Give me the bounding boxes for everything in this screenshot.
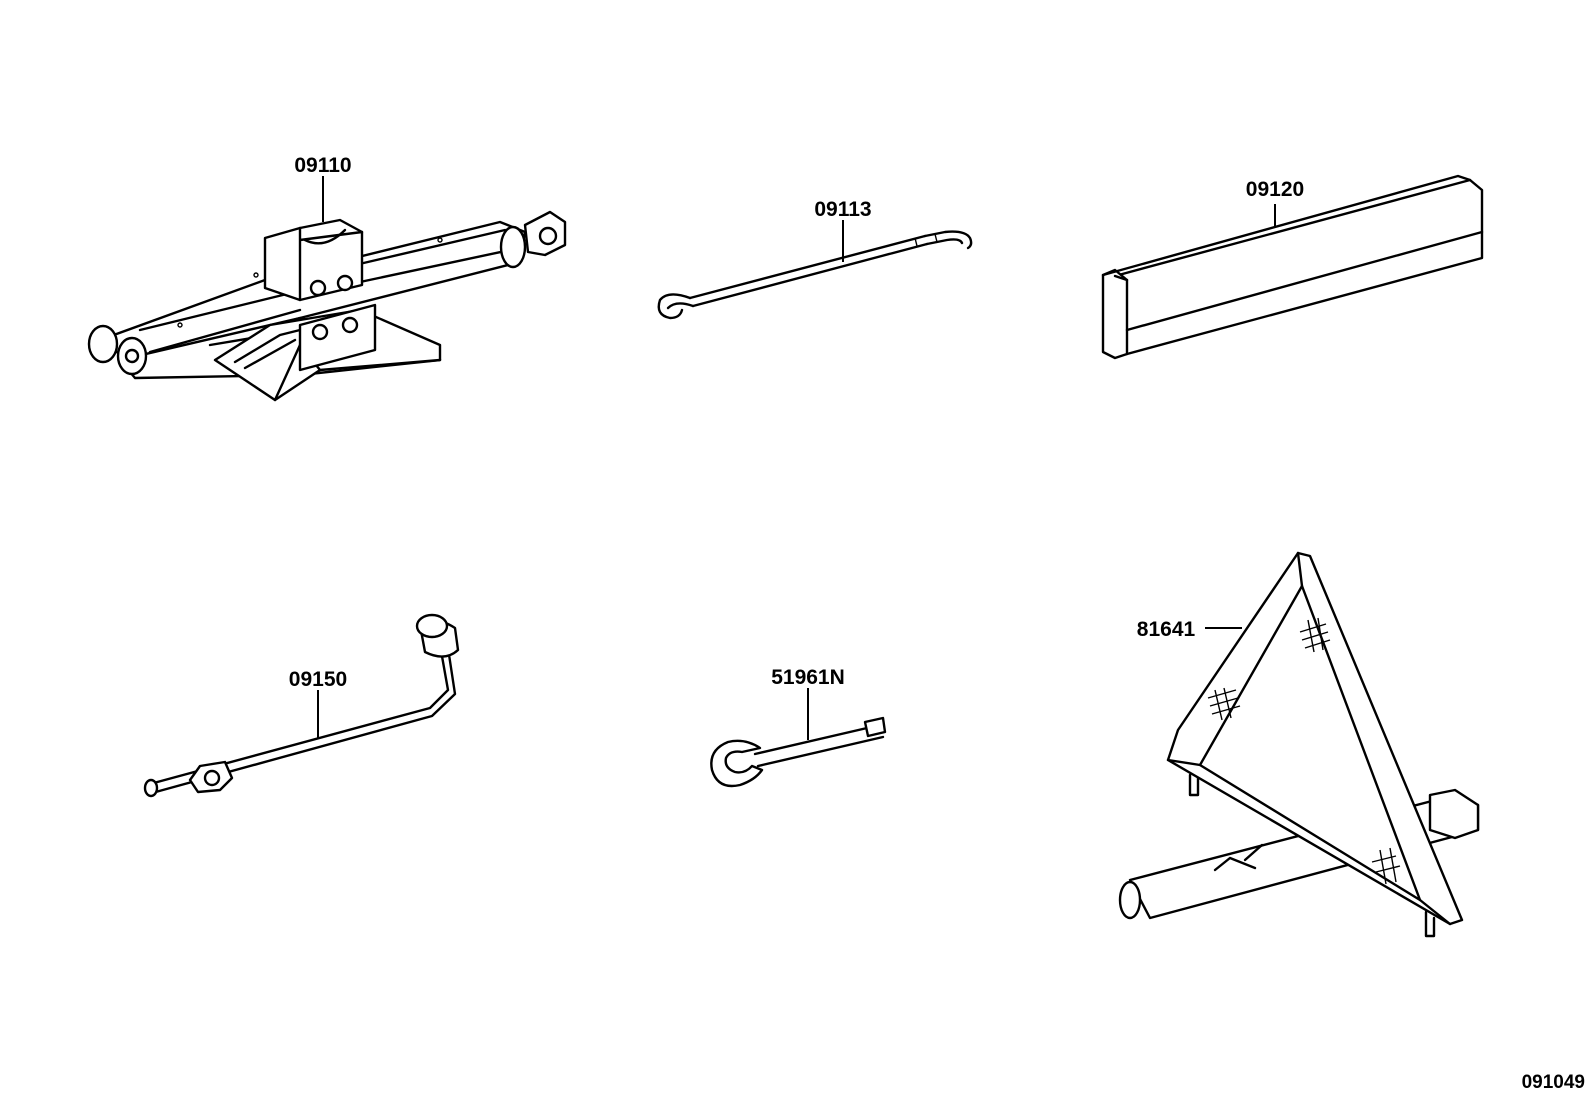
wheel-nut-wrench-drawing <box>143 613 460 798</box>
part-label-jack-handle: 09113 <box>814 198 871 221</box>
part-label-warning-triangle: 81641 <box>1137 618 1196 641</box>
wooden-block-drawing <box>1101 174 1484 360</box>
towing-eye-drawing <box>710 688 887 788</box>
scissor-jack-drawing <box>87 176 567 402</box>
part-label-tool: 51961N <box>771 666 845 689</box>
part-label-jack: 09110 <box>294 154 351 177</box>
part-label-wheel-nut-wrench: 09150 <box>289 668 347 691</box>
jack-handle-drawing <box>657 220 973 320</box>
diagram-reference-number: 091049 <box>1522 1072 1585 1093</box>
part-label-wooden-block: 09120 <box>1246 178 1304 201</box>
warning-triangle-drawing <box>1118 551 1480 938</box>
